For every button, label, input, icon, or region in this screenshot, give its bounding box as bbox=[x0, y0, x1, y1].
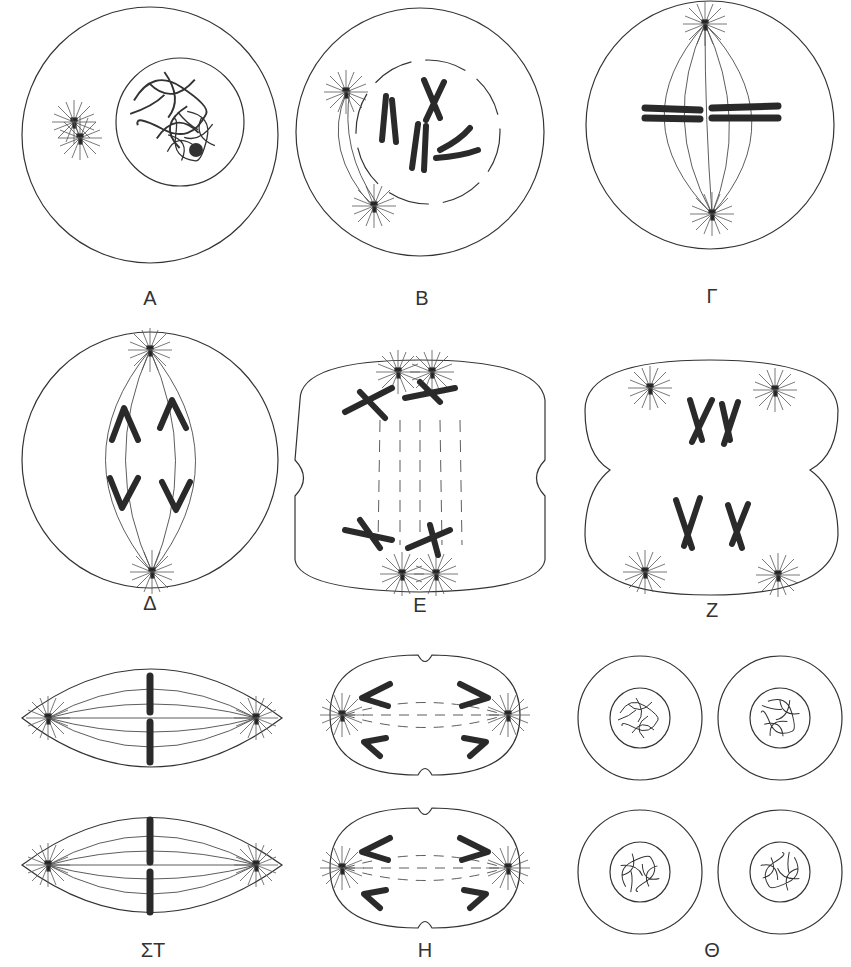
cell-st bbox=[22, 669, 282, 913]
stage-label: Ζ bbox=[704, 599, 720, 621]
stage-label: Ε bbox=[411, 594, 428, 616]
cell-c bbox=[586, 1, 834, 249]
stage-label: Θ bbox=[702, 939, 722, 961]
cell-h bbox=[320, 655, 530, 928]
cell-z bbox=[585, 360, 838, 597]
cell-b bbox=[296, 8, 544, 256]
cell-th bbox=[578, 656, 842, 934]
cell-e bbox=[295, 350, 545, 596]
stage-label: Β bbox=[413, 287, 430, 309]
cell-a bbox=[22, 7, 278, 263]
stage-label: Η bbox=[416, 939, 434, 961]
stage-label: Δ bbox=[141, 592, 158, 614]
cell-d bbox=[22, 328, 278, 594]
stage-label: Α bbox=[141, 287, 158, 309]
stage-label: Γ bbox=[704, 285, 719, 307]
stage-label: ΣΤ bbox=[139, 939, 168, 961]
